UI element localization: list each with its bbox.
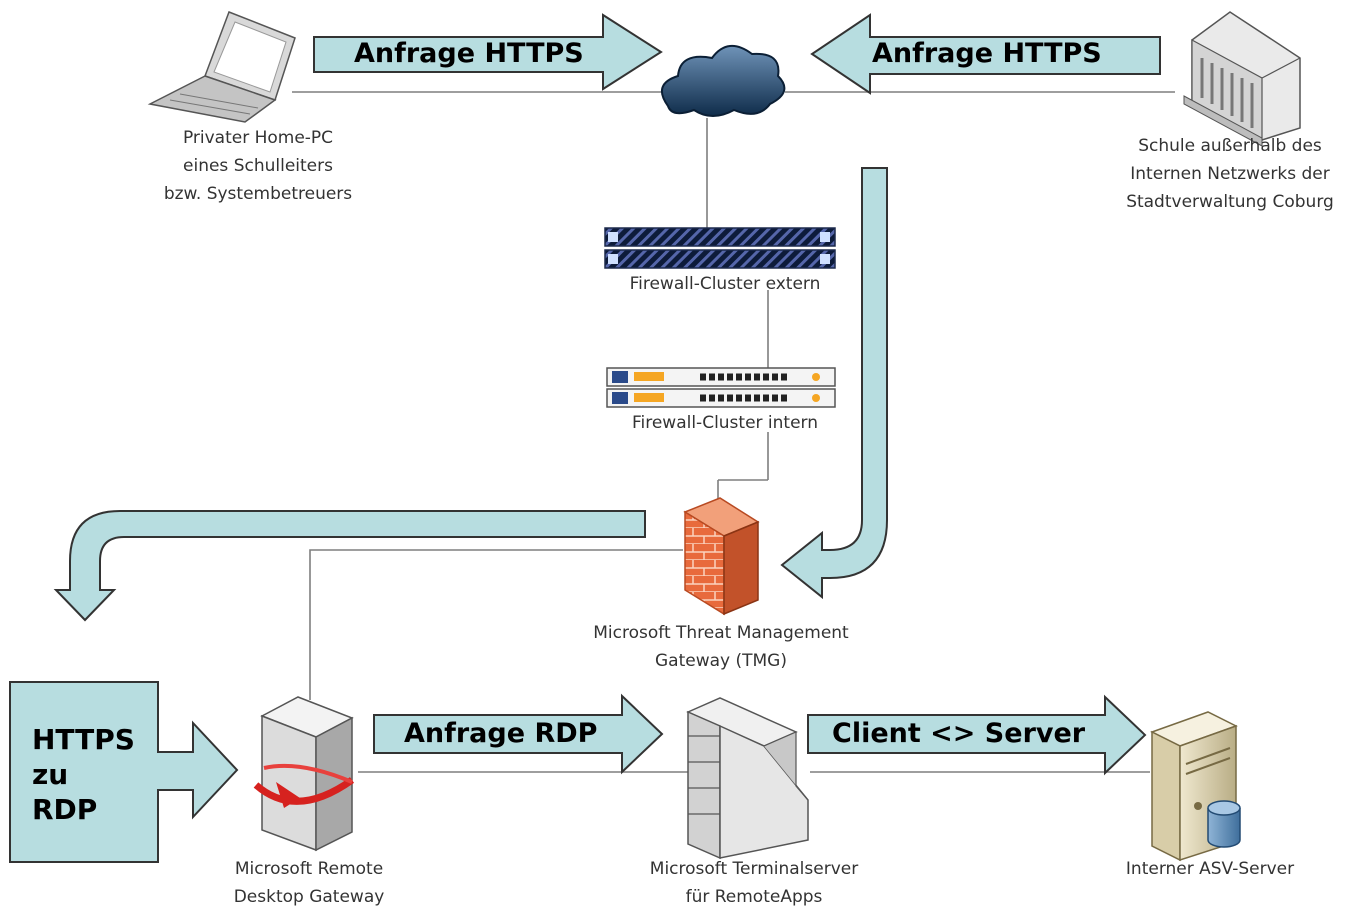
firewall-appliance-icon bbox=[604, 227, 836, 269]
label-asv-server: Interner ASV-Server bbox=[1125, 859, 1295, 879]
laptop-icon bbox=[147, 11, 296, 123]
label-rd-gateway: Microsoft Remote Desktop Gateway bbox=[233, 859, 385, 907]
building-icon bbox=[1183, 11, 1301, 147]
arrow-label-rdp: Anfrage RDP bbox=[404, 718, 598, 749]
block-arrows bbox=[9, 13, 1161, 863]
firewall-appliance-icon bbox=[606, 367, 836, 408]
arrow-https-left bbox=[313, 13, 663, 91]
arrow-curved-right bbox=[780, 167, 888, 600]
label-tmg: Microsoft Threat Management Gateway (TMG… bbox=[593, 623, 849, 671]
arrow-label-https-right: Anfrage HTTPS bbox=[872, 38, 1102, 69]
arrow-rdp bbox=[373, 693, 664, 775]
arrow-label-client-server: Client <> Server bbox=[832, 718, 1086, 749]
database-server-icon bbox=[1150, 711, 1241, 862]
connection-lines bbox=[292, 91, 1175, 773]
terminal-server-icon bbox=[686, 697, 809, 860]
brick-wall-icon bbox=[683, 497, 760, 616]
arrow-curved-left bbox=[53, 510, 646, 622]
label-firewall-extern: Firewall-Cluster extern bbox=[629, 274, 821, 294]
label-home-pc: Privater Home-PC eines Schulleiters bzw.… bbox=[163, 128, 353, 204]
arrow-client-server bbox=[807, 694, 1147, 776]
gateway-server-icon bbox=[253, 696, 355, 852]
arrow-label-https-left: Anfrage HTTPS bbox=[354, 38, 584, 69]
cloud-icon bbox=[660, 45, 786, 117]
arrow-https-right bbox=[810, 13, 1161, 95]
label-school: Schule außerhalb des Internen Netzwerks … bbox=[1126, 136, 1334, 212]
label-firewall-intern: Firewall-Cluster intern bbox=[631, 413, 819, 433]
label-terminal-server: Microsoft Terminalserver für RemoteApps bbox=[649, 859, 859, 907]
arrow-label-https-to-rdp: HTTPS zu RDP bbox=[32, 723, 135, 826]
arrow-https-to-rdp bbox=[9, 681, 239, 863]
